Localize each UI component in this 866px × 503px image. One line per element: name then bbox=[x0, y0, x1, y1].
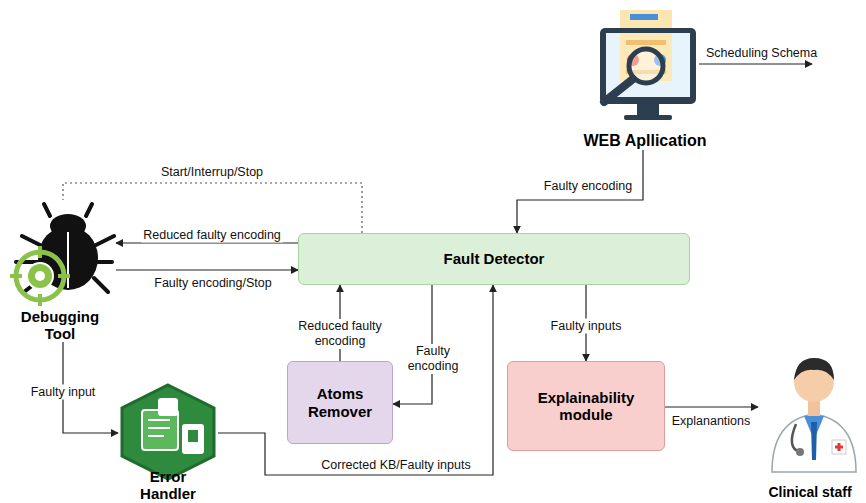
node-label: Fault Detector bbox=[444, 250, 545, 267]
connector bbox=[665, 406, 758, 407]
web-app-icon bbox=[600, 10, 696, 120]
edge-label: Reduced faulty encoding bbox=[141, 228, 283, 243]
doctor-icon bbox=[772, 358, 856, 472]
process-box: Explainability module bbox=[507, 361, 665, 451]
connector bbox=[517, 150, 643, 233]
edge-label: Faulty encoding bbox=[402, 344, 464, 374]
error-handler-node: Error Handler bbox=[118, 383, 218, 502]
connector bbox=[218, 285, 493, 475]
web-app-node: WEB Apllication bbox=[575, 8, 715, 150]
debugging-tool-node: Debugging Tool bbox=[4, 200, 116, 342]
edge-label: Faulty inputs bbox=[549, 319, 624, 334]
edge-label: Faulty encoding bbox=[542, 179, 634, 194]
process-box: Fault Detector bbox=[298, 233, 690, 285]
edge-label: Explanantions bbox=[670, 414, 753, 429]
edge-label: Reduced faulty encoding bbox=[283, 319, 397, 349]
free-label: Scheduling Schema bbox=[706, 46, 817, 60]
edge-label: Corrected KB/Faulty inputs bbox=[319, 458, 472, 473]
node-label: Explainability module bbox=[514, 389, 658, 424]
node-label: Debugging Tool bbox=[15, 308, 105, 343]
edge-label: Faulty encoding/Stop bbox=[152, 276, 273, 291]
connector bbox=[63, 183, 362, 233]
edge-label: Faulty input bbox=[29, 385, 98, 400]
node-label: WEB Apllication bbox=[584, 132, 707, 150]
error-handler-icon bbox=[122, 385, 214, 479]
connector bbox=[116, 242, 298, 243]
node-label: Error Handler bbox=[128, 468, 208, 503]
clinical-staff-node: Clinical staff bbox=[758, 348, 862, 500]
node-label: Atoms Remover bbox=[294, 385, 386, 420]
output-arrow bbox=[699, 63, 812, 64]
connector bbox=[116, 269, 298, 270]
node-label: Clinical staff bbox=[768, 484, 851, 500]
edge-label: Start/Interrup/Stop bbox=[159, 165, 265, 180]
bug-icon bbox=[10, 204, 114, 306]
process-box: Atoms Remover bbox=[287, 361, 393, 444]
